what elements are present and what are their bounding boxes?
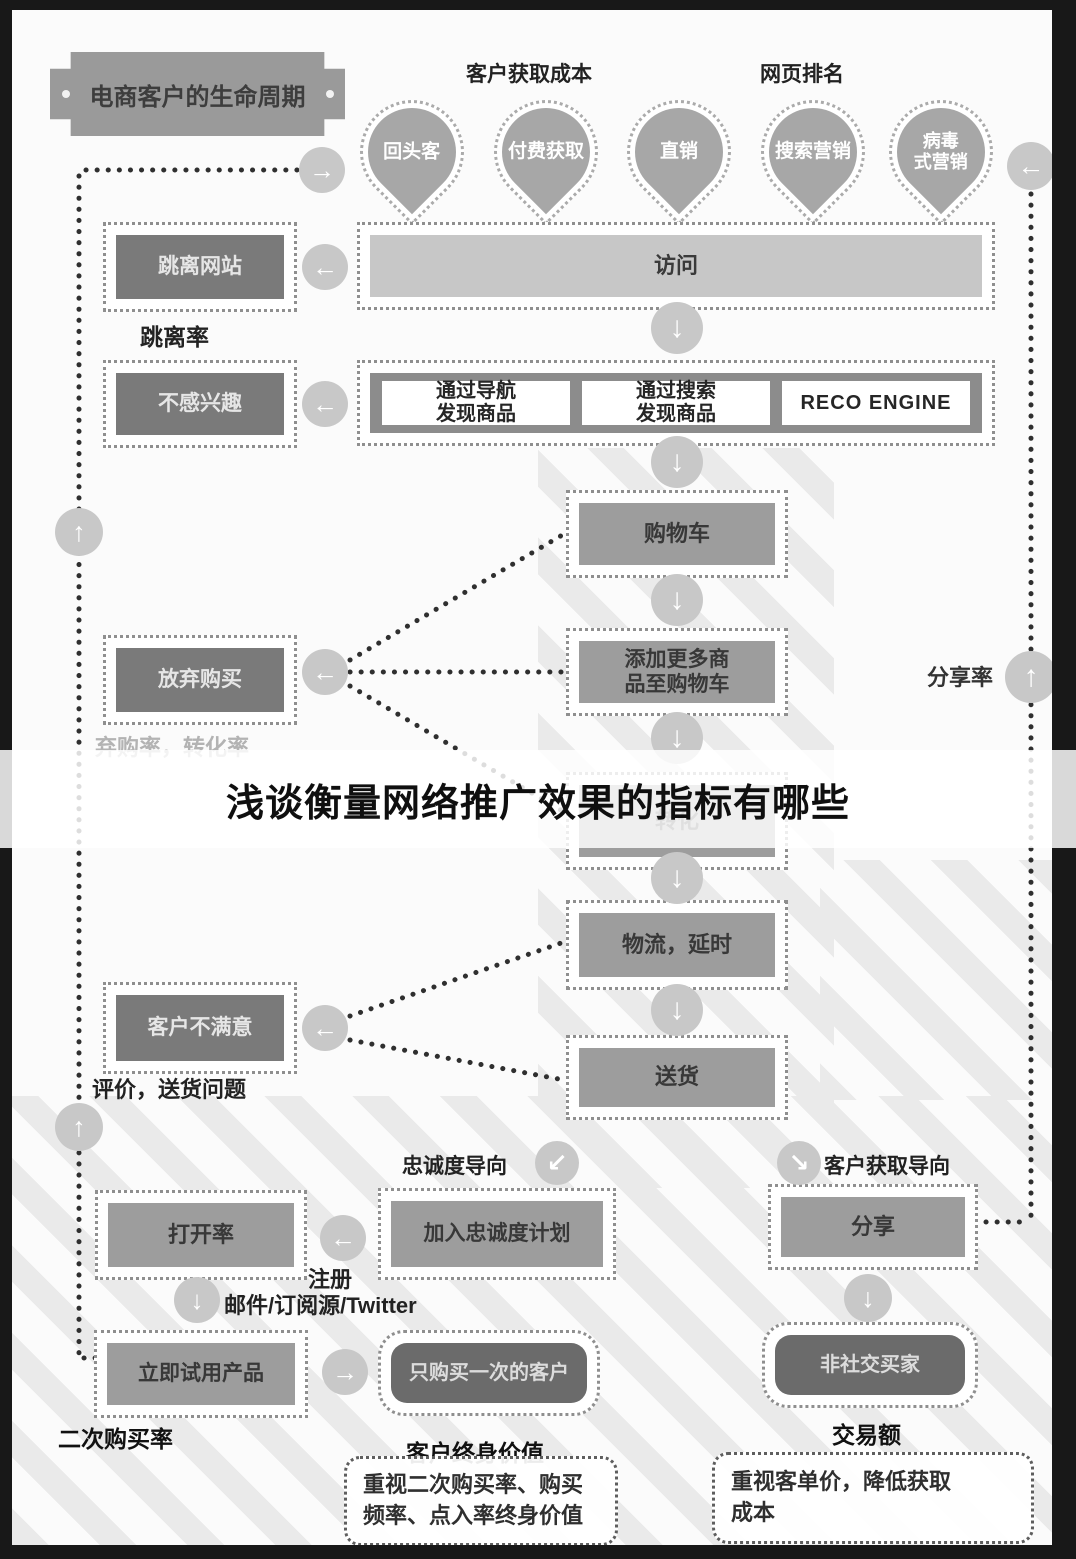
clv-note-box: 重视二次购买率、购买 频率、点入率终身价值: [344, 1456, 618, 1546]
down-right-arrow-icon: ↘: [777, 1141, 821, 1185]
join-loyalty-label: 加入忠诚度计划: [391, 1201, 603, 1267]
down-arrow-icon: ↓: [651, 852, 703, 904]
down-arrow-icon: ↓: [651, 302, 703, 354]
abandon-box: 放弃购买: [103, 635, 297, 725]
label-acquisition-oriented: 客户获取导向: [824, 1155, 950, 1178]
stripe-band-right: [820, 860, 1052, 1100]
join-loyalty-box: 加入忠诚度计划: [378, 1188, 616, 1280]
one-time-buyer-box: 只购买一次的客户: [378, 1330, 600, 1416]
label-bounce-rate: 跳离率: [140, 324, 209, 350]
non-social-buyer-label: 非社交买家: [775, 1335, 965, 1395]
share-box: 分享: [768, 1184, 978, 1270]
label-page-rank: 网页排名: [760, 63, 844, 86]
pin-search-marketing: 搜索营销: [739, 78, 887, 226]
cart-box: 购物车: [566, 490, 788, 578]
share-label: 分享: [781, 1197, 965, 1257]
pin-label: 付费获取: [507, 141, 585, 163]
page-title: 浅谈衡量网络推广效果的指标有哪些: [225, 782, 850, 825]
open-rate-label: 打开率: [108, 1203, 294, 1267]
down-arrow-icon: ↓: [651, 436, 703, 488]
up-arrow-icon: ↑: [55, 1103, 103, 1151]
try-product-label: 立即试用产品: [107, 1343, 295, 1405]
pin-shape: 回头客: [338, 78, 486, 226]
down-arrow-icon: ↓: [651, 574, 703, 626]
plaque-screw-right: [326, 90, 334, 98]
pin-shape: 搜索营销: [739, 78, 887, 226]
gmv-note-box: 重视客单价，降低获取 成本: [712, 1452, 1034, 1544]
discover-by-nav: 通过导航 发现商品: [382, 380, 570, 425]
pin-label: 病毒 式营销: [914, 131, 968, 172]
label-review-delivery: 评价，送货问题: [92, 1077, 247, 1102]
up-arrow-icon: ↑: [1005, 651, 1057, 703]
reco-engine: RECO ENGINE: [782, 381, 970, 425]
left-arrow-icon: ←: [302, 381, 348, 427]
unsatisfied-box: 客户不满意: [103, 982, 297, 1074]
left-arrow-icon: ←: [1007, 142, 1055, 190]
one-time-buyer-label: 只购买一次的客户: [391, 1343, 587, 1403]
unsatisfied-label: 客户不满意: [116, 995, 284, 1061]
label-email-feed-twitter: 邮件/订阅源/Twitter: [224, 1293, 417, 1318]
discover-by-search: 通过搜索 发现商品: [582, 380, 770, 425]
left-arrow-icon: ←: [320, 1215, 366, 1261]
right-arrow-icon: →: [299, 147, 345, 193]
logistics-box: 物流，延时: [566, 900, 788, 990]
not-interested-label: 不感兴趣: [116, 373, 284, 435]
pin-label: 回头客: [383, 141, 441, 163]
pin-shape: 病毒 式营销: [867, 78, 1015, 226]
right-arrow-icon: →: [322, 1349, 368, 1395]
label-gmv: 交易额: [832, 1422, 901, 1448]
label-register: 注册: [308, 1267, 353, 1292]
pin-shape: 付费获取: [472, 78, 620, 226]
plaque-screw-left: [62, 90, 70, 98]
down-left-arrow-icon: ↙: [535, 1141, 579, 1185]
visit-box: 访问: [357, 222, 995, 310]
pin-label: 搜索营销: [774, 141, 852, 163]
logistics-label: 物流，延时: [579, 913, 775, 977]
open-rate-box: 打开率: [95, 1190, 307, 1280]
down-arrow-icon: ↓: [174, 1277, 220, 1323]
title-overlay-band: 浅谈衡量网络推广效果的指标有哪些: [0, 750, 1076, 848]
pin-returning-customer: 回头客: [338, 78, 486, 226]
abandon-label: 放弃购买: [116, 648, 284, 712]
delivery-label: 送货: [579, 1048, 775, 1107]
not-interested-box: 不感兴趣: [103, 360, 297, 448]
lifecycle-plaque-label: 电商客户的生命周期: [89, 83, 306, 111]
down-arrow-icon: ↓: [651, 984, 703, 1036]
discovery-holder: 通过导航 发现商品 通过搜索 发现商品 RECO ENGINE: [370, 373, 982, 433]
lifecycle-plaque: 电商客户的生命周期: [50, 52, 345, 136]
label-loyalty-oriented: 忠诚度导向: [402, 1155, 507, 1178]
try-product-box: 立即试用产品: [94, 1330, 308, 1418]
pin-paid-acquisition: 付费获取: [472, 78, 620, 226]
add-more-label: 添加更多商 品至购物车: [579, 641, 775, 703]
visit-label: 访问: [370, 235, 982, 297]
left-arrow-icon: ←: [302, 244, 348, 290]
cart-label: 购物车: [579, 503, 775, 565]
add-more-box: 添加更多商 品至购物车: [566, 628, 788, 716]
non-social-buyer-box: 非社交买家: [762, 1322, 978, 1408]
up-arrow-icon: ↑: [55, 508, 103, 556]
pin-viral-marketing: 病毒 式营销: [867, 78, 1015, 226]
left-arrow-icon: ←: [302, 649, 348, 695]
down-arrow-icon: ↓: [844, 1274, 892, 1322]
label-acquisition-cost: 客户获取成本: [466, 63, 592, 86]
left-arrow-icon: ←: [302, 1005, 348, 1051]
pin-direct-sales: 直销: [605, 78, 753, 226]
pin-label: 直销: [659, 141, 699, 163]
delivery-box: 送货: [566, 1035, 788, 1120]
pin-shape: 直销: [605, 78, 753, 226]
label-share-rate: 分享率: [927, 665, 994, 690]
label-repeat-purchase-rate: 二次购买率: [58, 1426, 173, 1452]
bounce-box: 跳离网站: [103, 222, 297, 312]
bounce-label: 跳离网站: [116, 235, 284, 299]
discovery-box: 通过导航 发现商品 通过搜索 发现商品 RECO ENGINE: [357, 360, 995, 446]
